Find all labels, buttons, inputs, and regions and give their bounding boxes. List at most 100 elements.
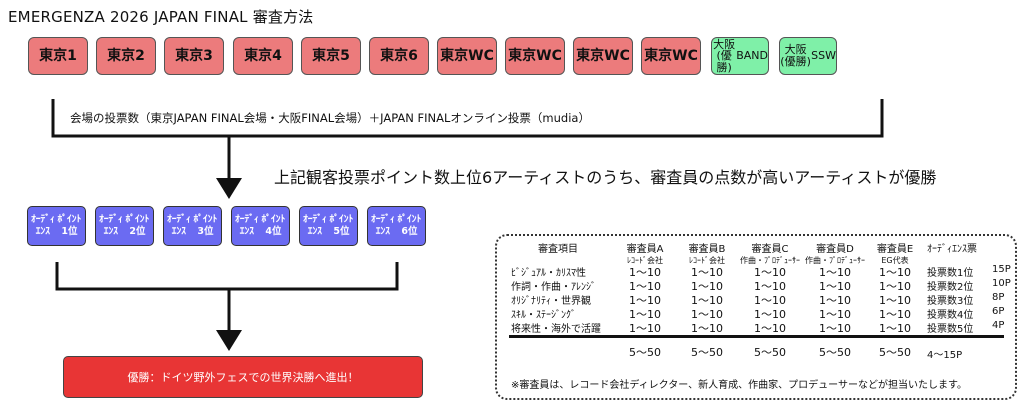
- venue-box: 大阪(優勝)SSW: [779, 37, 837, 75]
- total-range: 5〜50: [754, 346, 786, 359]
- winner-label: 優勝：ドイツ野外フェスでの世界決勝へ進出！: [127, 371, 359, 384]
- audience-header: ｵｰﾃﾞｨｴﾝｽ票: [927, 244, 977, 255]
- judge-role: ﾚｺｰﾄﾞ会社: [627, 256, 663, 265]
- audience-point-label: ﾎﾟｲﾝﾄ5位: [329, 213, 354, 237]
- venue-label: 東京1: [39, 47, 77, 64]
- vote-points: 4P: [992, 320, 1005, 331]
- audience-point-label: ﾎﾟｲﾝﾄ6位: [397, 213, 422, 237]
- vote-points: 10P: [992, 278, 1011, 289]
- total-divider: [509, 335, 1004, 338]
- audience-point-label: ｵｰﾃﾞｨｴﾝｽ: [371, 213, 395, 237]
- venue-box: 東京WC: [437, 37, 497, 75]
- judge-role: 作曲・ﾌﾟﾛﾃﾞｭｰｻｰ: [805, 256, 865, 265]
- criteria-label: ｽｷﾙ・ｽﾃｰｼﾞﾝｸﾞ: [511, 310, 576, 321]
- score-range: 1〜10: [879, 294, 911, 307]
- score-range: 1〜10: [629, 322, 661, 335]
- score-range: 1〜10: [691, 280, 723, 293]
- rule-description: 上記観客投票ポイント数上位6アーティストのうち、審査員の点数が高いアーティストが…: [274, 168, 937, 187]
- venue-label: 東京3: [175, 47, 213, 64]
- audience-point-label: ｵｰﾃﾞｨｴﾝｽ: [31, 213, 55, 237]
- vote-points: 6P: [992, 306, 1005, 317]
- score-range: 1〜10: [879, 308, 911, 321]
- vote-rank: 投票数3位: [927, 296, 974, 307]
- venue-label: SSW: [811, 49, 836, 63]
- score-range: 1〜10: [819, 294, 851, 307]
- arrow-head-1: [216, 178, 242, 199]
- criteria-label: 将来性・海外で活躍: [511, 324, 601, 335]
- venue-box: 東京WC: [641, 37, 701, 75]
- judge-name: 審査員D: [816, 244, 854, 255]
- audience-total: 4〜15P: [927, 350, 963, 361]
- judge-role: EG代表: [881, 256, 909, 265]
- venue-box: 東京5: [301, 37, 361, 75]
- venue-box: 東京WC: [505, 37, 565, 75]
- judge-name: 審査員B: [688, 244, 726, 255]
- item-header: 審査項目: [538, 244, 578, 255]
- judge-role: ﾚｺｰﾄﾞ会社: [689, 256, 725, 265]
- venue-box: 東京4: [233, 37, 293, 75]
- venue-label: 大阪(優勝): [713, 37, 736, 74]
- venue-box: 東京3: [164, 37, 224, 75]
- vote-points: 8P: [992, 292, 1005, 303]
- judge-name: 審査員C: [751, 244, 789, 255]
- score-range: 1〜10: [879, 280, 911, 293]
- audience-point-label: ｵｰﾃﾞｨｴﾝｽ: [303, 213, 327, 237]
- venue-label: 東京5: [312, 47, 350, 64]
- venue-label: 東京WC: [508, 47, 562, 64]
- score-range: 1〜10: [629, 308, 661, 321]
- score-range: 1〜10: [754, 308, 786, 321]
- page-title: EMERGENZA 2026 JAPAN FINAL 審査方法: [8, 8, 314, 26]
- audience-point-box: ｵｰﾃﾞｨｴﾝｽﾎﾟｲﾝﾄ5位: [299, 206, 358, 246]
- audience-point-box: ｵｰﾃﾞｨｴﾝｽﾎﾟｲﾝﾄ4位: [231, 206, 290, 246]
- venue-box: 東京2: [96, 37, 156, 75]
- audience-point-label: ﾎﾟｲﾝﾄ1位: [57, 213, 82, 237]
- arrow-head-2: [216, 330, 242, 351]
- venue-bracket: [51, 99, 884, 138]
- venue-label: 東京4: [244, 47, 282, 64]
- venue-label: 東京WC: [644, 47, 698, 64]
- audience-point-label: ﾎﾟｲﾝﾄ3位: [193, 213, 218, 237]
- total-range: 5〜50: [819, 346, 851, 359]
- audience-point-box: ｵｰﾃﾞｨｴﾝｽﾎﾟｲﾝﾄ6位: [367, 206, 426, 246]
- score-range: 1〜10: [879, 322, 911, 335]
- score-range: 1〜10: [754, 280, 786, 293]
- score-range: 1〜10: [629, 266, 661, 279]
- score-range: 1〜10: [819, 266, 851, 279]
- audience-point-box: ｵｰﾃﾞｨｴﾝｽﾎﾟｲﾝﾄ2位: [95, 206, 154, 246]
- venue-label: 東京2: [107, 47, 145, 64]
- total-range: 5〜50: [629, 346, 661, 359]
- criteria-label: ｵﾘｼﾞﾅﾘﾃｨ・世界観: [511, 296, 591, 307]
- score-range: 1〜10: [691, 322, 723, 335]
- vote-description: 会場の投票数（東京JAPAN FINAL会場・大阪FINAL会場）＋JAPAN …: [70, 111, 590, 125]
- venue-box: 大阪(優勝)BAND: [711, 37, 769, 75]
- judge-name: 審査員A: [626, 244, 664, 255]
- score-range: 1〜10: [819, 308, 851, 321]
- judge-note: ※審査員は、レコード会社ディレクター、新人育成、作曲家、プロデューサーなどが担当…: [511, 380, 967, 391]
- audience-point-label: ｵｰﾃﾞｨｴﾝｽ: [99, 213, 123, 237]
- audience-point-label: ｵｰﾃﾞｨｴﾝｽ: [167, 213, 191, 237]
- score-range: 1〜10: [691, 294, 723, 307]
- score-range: 1〜10: [819, 280, 851, 293]
- score-range: 1〜10: [691, 266, 723, 279]
- judge-role: 作曲・ﾌﾟﾛﾃﾞｭｰｻｰ: [740, 256, 800, 265]
- venue-label: 東京WC: [576, 47, 630, 64]
- audience-point-label: ｵｰﾃﾞｨｴﾝｽ: [235, 213, 259, 237]
- score-range: 1〜10: [629, 280, 661, 293]
- score-range: 1〜10: [879, 266, 911, 279]
- venue-label: 東京6: [380, 47, 418, 64]
- venue-label: BAND: [736, 49, 768, 63]
- score-range: 1〜10: [819, 322, 851, 335]
- vote-rank: 投票数4位: [927, 310, 974, 321]
- total-range: 5〜50: [879, 346, 911, 359]
- venue-box: 東京WC: [573, 37, 633, 75]
- points-bracket: [55, 262, 399, 291]
- judge-name: 審査員E: [876, 244, 914, 255]
- venue-label: 東京WC: [440, 47, 494, 64]
- vote-rank: 投票数1位: [927, 268, 974, 279]
- vote-rank: 投票数2位: [927, 282, 974, 293]
- winner-box: 優勝：ドイツ野外フェスでの世界決勝へ進出！: [63, 356, 423, 398]
- audience-point-label: ﾎﾟｲﾝﾄ2位: [125, 213, 150, 237]
- audience-point-box: ｵｰﾃﾞｨｴﾝｽﾎﾟｲﾝﾄ3位: [163, 206, 222, 246]
